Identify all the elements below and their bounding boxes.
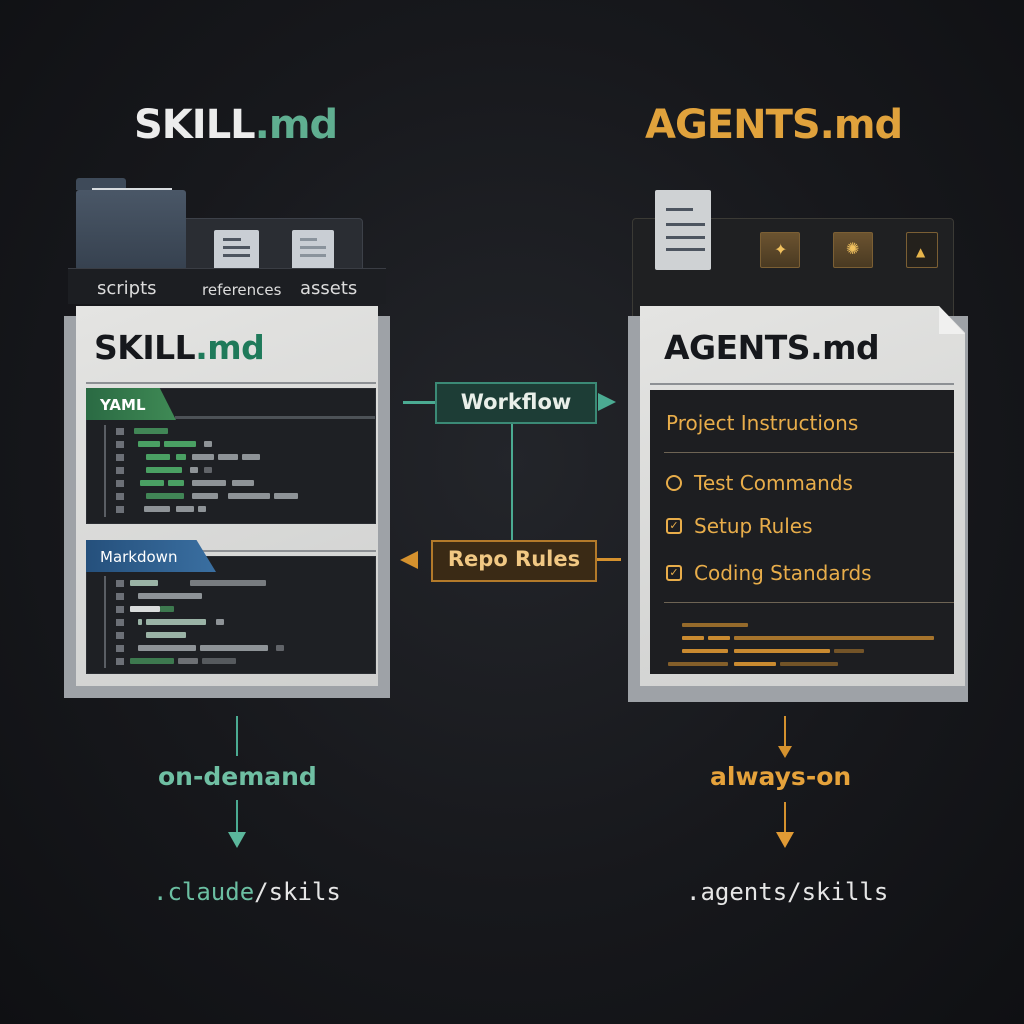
arrow-line (784, 802, 786, 834)
connector-line (403, 401, 435, 404)
arrow-down-icon (778, 746, 792, 758)
divider (200, 550, 376, 552)
tray-label-assets[interactable]: assets (300, 278, 358, 299)
divider (86, 382, 376, 384)
connector-line (597, 558, 621, 561)
markdown-code-panel (86, 556, 376, 674)
checkbox-checked-icon[interactable]: ✓ (666, 518, 682, 534)
skills-path: .claude/skils (153, 878, 341, 906)
on-demand-label: on-demand (158, 762, 317, 791)
skill-doc-title: SKILL.md (94, 328, 265, 367)
repo-rules-connector[interactable]: Repo Rules (431, 540, 597, 582)
document-icon[interactable] (292, 230, 334, 270)
circle-icon[interactable] (666, 475, 682, 491)
divider (650, 383, 954, 385)
checklist-item[interactable]: Test Commands (666, 471, 853, 495)
document-icon[interactable] (214, 230, 259, 270)
connector-vertical-line (511, 424, 513, 540)
item-label: Coding Standards (694, 561, 872, 585)
item-label: Setup Rules (694, 514, 813, 538)
folder-fire-icon[interactable]: ✺ (833, 232, 873, 268)
document-icon[interactable] (655, 190, 711, 270)
arrow-line (236, 716, 238, 756)
item-label: Test Commands (694, 471, 853, 495)
checklist-item[interactable]: ✓ Coding Standards (666, 561, 872, 585)
arrow-down-icon (228, 832, 246, 848)
agents-skills-path: .agents/skills (686, 878, 889, 906)
divider (664, 602, 954, 603)
left-tray-label-bar (68, 268, 386, 304)
folder-star-icon[interactable]: ✦ (760, 232, 800, 268)
arrow-left-icon (400, 551, 418, 569)
tray-label-references[interactable]: references (202, 281, 282, 299)
always-on-label: always-on (710, 762, 852, 791)
code-gutter (104, 576, 106, 668)
checklist-item[interactable]: ✓ Setup Rules (666, 514, 813, 538)
arrow-right-icon (598, 393, 616, 411)
project-instructions-heading: Project Instructions (666, 411, 859, 435)
agents-doc-title: AGENTS.md (664, 328, 880, 367)
arrow-line (784, 716, 786, 754)
folder-icon-tab (76, 178, 126, 190)
folder-icon[interactable] (76, 190, 186, 270)
arrow-line (236, 800, 238, 834)
code-gutter (104, 425, 106, 517)
arrow-down-icon (776, 832, 794, 848)
divider (664, 452, 954, 453)
skill-md-heading: SKILL.md (134, 102, 338, 148)
folder-upload-icon[interactable]: ▲ (906, 232, 938, 268)
tag-rule (175, 416, 375, 419)
tray-label-scripts[interactable]: scripts (97, 278, 157, 299)
workflow-connector[interactable]: Workflow (435, 382, 597, 424)
agents-md-heading: AGENTS.md (645, 102, 903, 148)
yaml-tag: YAML (86, 388, 176, 420)
markdown-tag: Markdown (86, 540, 216, 572)
checkbox-checked-icon[interactable]: ✓ (666, 565, 682, 581)
